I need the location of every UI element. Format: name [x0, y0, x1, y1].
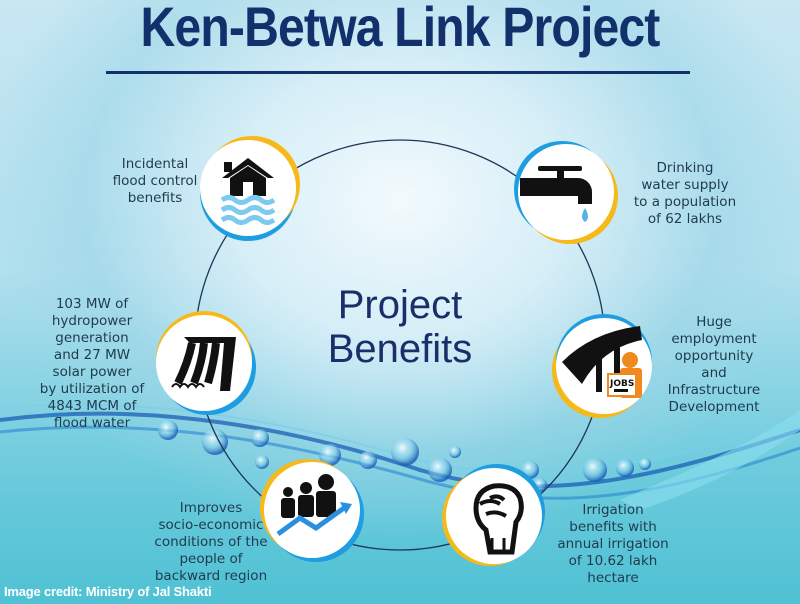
svg-text:JOBS: JOBS — [609, 379, 634, 389]
dam-icon — [171, 337, 236, 391]
benefit-hydro-badge — [156, 315, 252, 411]
center-label: Project Benefits — [300, 283, 500, 371]
benefit-water-badge — [518, 144, 614, 240]
flooded-house-icon — [220, 158, 276, 225]
people-growth-icon — [276, 474, 352, 537]
benefit-socio-text: Improves socio-economic conditions of th… — [154, 500, 268, 584]
benefit-hydro-text: 103 MW of hydropower generation and 27 M… — [39, 296, 145, 431]
benefit-irrigation-badge — [446, 468, 542, 564]
benefit-jobs-badge: JOBS — [556, 318, 652, 414]
bubbles — [158, 420, 651, 492]
benefit-jobs-text: Huge employment opportunity and Infrastr… — [667, 314, 761, 415]
page-title: Ken-Betwa Link Project — [140, 0, 661, 58]
image-credit: Image credit: Ministry of Jal Shakti — [4, 584, 212, 599]
benefit-flood-badge — [200, 140, 296, 236]
center-label-line2: Benefits — [327, 327, 473, 371]
benefit-flood-text: Incidental flood control benefits — [112, 156, 198, 206]
title-underline — [106, 71, 690, 74]
center-label-line1: Project — [337, 283, 463, 327]
water-tap-icon — [520, 166, 592, 222]
jobs-infrastructure-icon: JOBS — [562, 326, 642, 398]
benefit-water-text: Drinking water supply to a population of… — [633, 160, 737, 227]
benefit-irrigation-text: Irrigation benefits with annual irrigati… — [557, 502, 669, 586]
raised-fist-icon — [473, 483, 524, 555]
benefit-socio-badge — [264, 462, 360, 558]
